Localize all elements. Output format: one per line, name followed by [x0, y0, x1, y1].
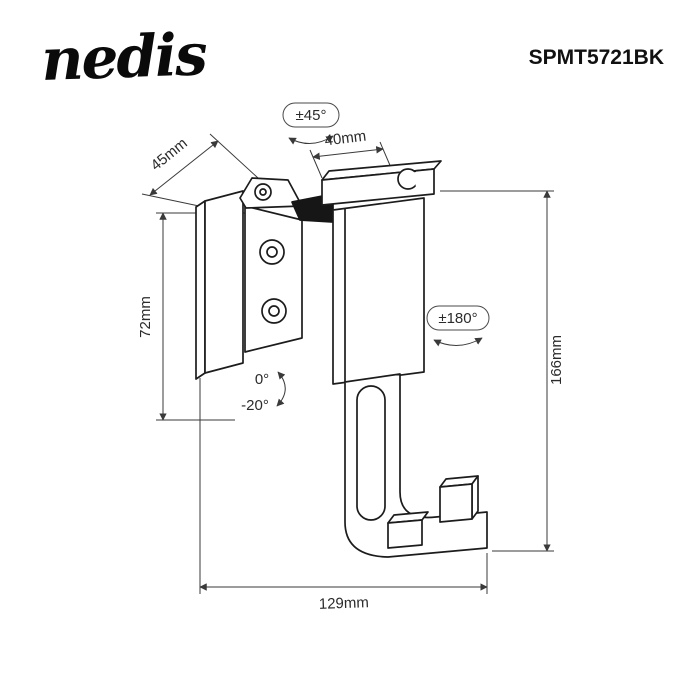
foot-peg-right-front: [439, 483, 473, 523]
hinge-bolt-bottom-center: [268, 305, 280, 317]
label-hook-width: 40mm: [324, 128, 367, 150]
extension-line: [309, 149, 323, 179]
swivel-arc-arrow: [288, 135, 334, 145]
tilt-arc-arrow: [276, 371, 286, 407]
foot-peg-right-side: [471, 475, 479, 520]
rotation-arc-arrow: [433, 337, 483, 347]
brand-logo: nedis: [40, 20, 208, 94]
label-swivel-angle: ±45°: [296, 107, 327, 124]
rotation-annotation: [426, 305, 490, 347]
dimension-line: [312, 146, 384, 160]
product-code: SPMT5721BK: [529, 46, 664, 69]
dimension-lines: [141, 102, 554, 594]
dimension-labels: ±45° 40mm 45mm 72mm ±180° 166mm 0° -20° …: [137, 107, 565, 613]
label-tilt-zero: 0°: [255, 371, 269, 388]
swivel-badge-outline: [282, 102, 340, 128]
dim-bracket-height: [440, 190, 554, 552]
foot-peg-left-front: [387, 519, 423, 549]
dim-base-width: [199, 378, 488, 594]
rotation-badge-outline: [426, 305, 490, 331]
label-rotation-angle: ±180°: [438, 310, 477, 327]
mount-bracket-drawing: [195, 160, 488, 558]
bracket-plate: [332, 197, 425, 385]
label-base-width: 129mm: [319, 594, 370, 613]
wall-plate-side: [195, 200, 206, 380]
hinge-plate: [244, 205, 303, 353]
tilt-annotation: [276, 371, 286, 407]
hinge-bolt-top-center: [266, 246, 278, 258]
label-bracket-height: 166mm: [548, 335, 565, 385]
extension-line: [141, 193, 200, 207]
dim-mount-depth: [141, 133, 259, 207]
dimension-line: [149, 140, 219, 196]
extension-line: [209, 133, 259, 179]
strap-slot: [356, 385, 386, 521]
hook-notch-opening: [413, 171, 421, 187]
swivel-annotation: [282, 102, 340, 145]
label-plate-height: 72mm: [137, 296, 154, 338]
wall-plate-front: [204, 190, 244, 374]
label-tilt-down: -20°: [241, 397, 269, 414]
clamp-pivot-center: [259, 188, 267, 196]
